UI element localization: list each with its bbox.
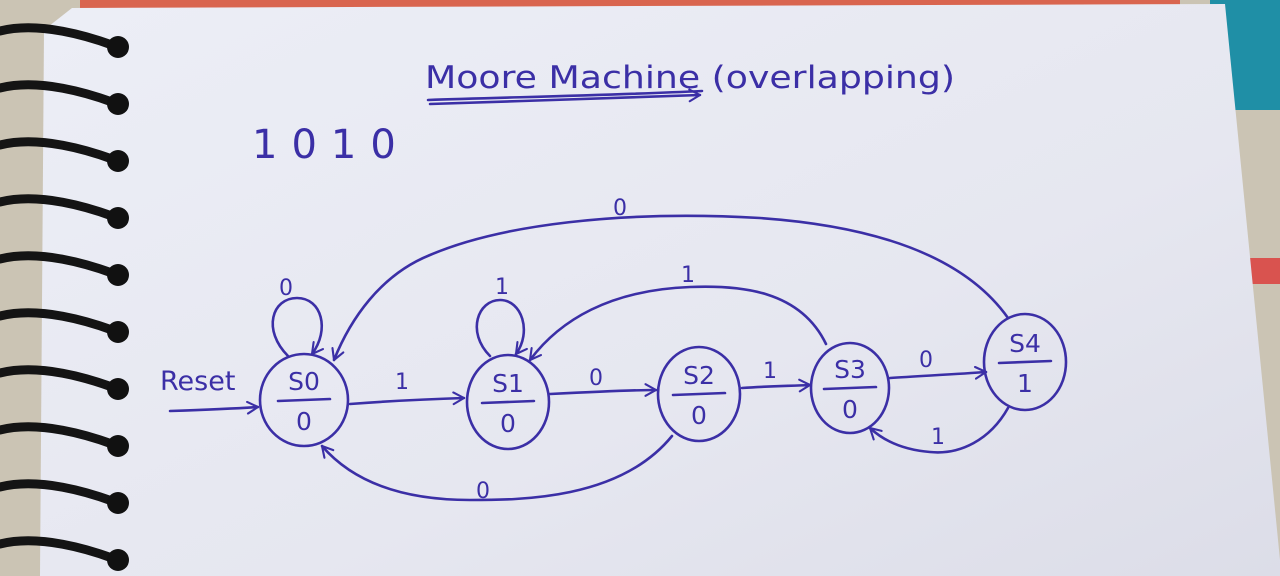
spiral-ring xyxy=(0,536,117,563)
transition-s2-s3: 1 xyxy=(740,359,812,393)
state-divider xyxy=(671,391,727,397)
state-name: S3 xyxy=(834,355,866,384)
spiral-ring xyxy=(0,194,117,221)
state-name: S0 xyxy=(288,367,320,396)
transition-s3-s1: 1 xyxy=(528,263,828,362)
spiral-hole xyxy=(107,492,129,514)
state-circle xyxy=(258,352,350,448)
transition-input-label: 0 xyxy=(613,196,627,221)
transition-s1-s1: 1 xyxy=(475,275,528,358)
state-output: 0 xyxy=(500,409,516,438)
transition-arrow xyxy=(528,285,828,362)
spiral-ring xyxy=(0,80,117,107)
state-s4: S41 xyxy=(982,312,1068,412)
state-divider xyxy=(480,399,536,405)
transition-arrow xyxy=(348,391,466,406)
spiral-ring xyxy=(0,23,117,50)
transition-arrow xyxy=(475,298,528,358)
spiral-ring xyxy=(0,479,117,506)
spiral-ring xyxy=(0,137,117,164)
transition-edges: 0 1 1 0 0 1 1 0 0 1 xyxy=(271,196,1010,504)
state-circle xyxy=(809,341,891,435)
transition-s4-s0: 0 xyxy=(331,196,1010,362)
state-circle xyxy=(656,345,742,443)
transition-s1-s2: 0 xyxy=(548,366,658,397)
spiral-hole xyxy=(107,150,129,172)
title-underline xyxy=(426,89,704,102)
state-name: S2 xyxy=(683,361,715,390)
transition-input-label: 1 xyxy=(495,275,509,300)
spiral-hole xyxy=(107,378,129,400)
spiral-hole xyxy=(107,36,129,58)
reset-label: Reset xyxy=(160,366,235,397)
spiral-binding xyxy=(0,23,129,571)
transition-input-label: 1 xyxy=(681,263,695,288)
title-underline-2 xyxy=(428,88,702,106)
transition-input-label: 0 xyxy=(476,479,490,504)
state-output: 1 xyxy=(1017,369,1033,398)
state-circle xyxy=(465,353,551,451)
spiral-hole xyxy=(107,93,129,115)
transition-s0-s0: 0 xyxy=(271,276,325,358)
state-s2: S20 xyxy=(656,345,742,443)
red-sticky-tab xyxy=(1250,258,1280,284)
transition-input-label: 0 xyxy=(589,366,603,391)
transition-s0-s1: 1 xyxy=(348,370,466,406)
spiral-hole xyxy=(107,549,129,571)
state-s3: S30 xyxy=(809,341,891,435)
state-divider xyxy=(997,359,1053,365)
transition-s2-s0: 0 xyxy=(320,434,674,504)
transition-input-label: 1 xyxy=(395,370,409,395)
transition-input-label: 0 xyxy=(919,348,933,373)
transition-arrow xyxy=(888,365,988,380)
transition-s3-s4: 0 xyxy=(888,348,988,380)
state-output: 0 xyxy=(296,407,312,436)
detected-sequence: 1010 xyxy=(252,122,410,168)
state-name: S1 xyxy=(492,369,524,398)
state-output: 0 xyxy=(842,395,858,424)
spiral-hole xyxy=(107,435,129,457)
state-name: S4 xyxy=(1009,329,1041,358)
transition-s4-s3: 1 xyxy=(868,406,1010,454)
spiral-ring xyxy=(0,422,117,449)
transition-input-label: 1 xyxy=(763,359,777,384)
reset-arrow xyxy=(168,400,260,415)
transition-input-label: 1 xyxy=(931,425,945,450)
state-divider xyxy=(822,385,878,391)
spiral-ring xyxy=(0,365,117,392)
spiral-hole xyxy=(107,321,129,343)
transition-arrow xyxy=(868,406,1010,454)
spiral-hole xyxy=(107,207,129,229)
state-s1: S10 xyxy=(465,353,551,451)
state-divider xyxy=(276,397,332,403)
transition-arrow xyxy=(331,214,1010,362)
transition-arrow xyxy=(320,434,674,502)
transition-arrow xyxy=(548,383,658,397)
state-s0: S00 xyxy=(258,352,350,448)
spiral-ring xyxy=(0,308,117,335)
transition-arrow xyxy=(271,296,325,358)
state-circle xyxy=(982,312,1068,412)
spiral-ring xyxy=(0,251,117,278)
transition-arrow xyxy=(740,378,812,393)
spiral-hole xyxy=(107,264,129,286)
transition-input-label: 0 xyxy=(279,276,293,301)
state-output: 0 xyxy=(691,401,707,430)
